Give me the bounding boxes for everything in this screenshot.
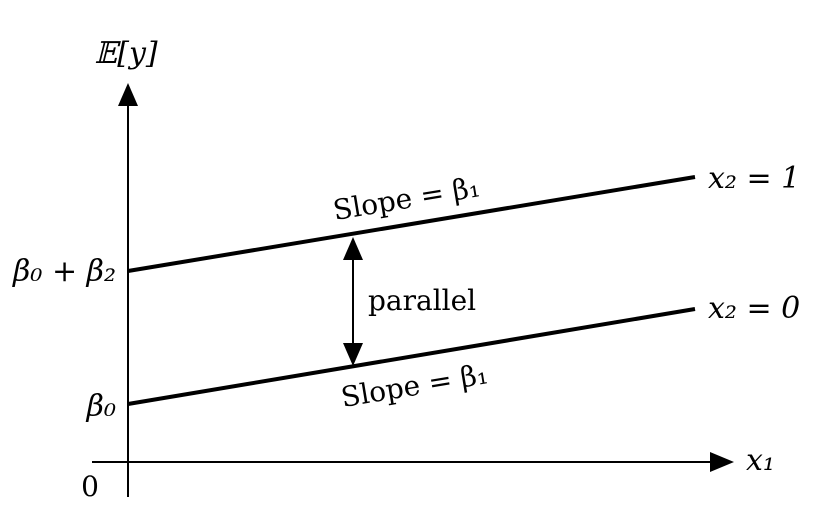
x-axis-label: x₁ bbox=[746, 443, 775, 478]
origin-label: 0 bbox=[81, 470, 99, 503]
y-axis-arrowhead bbox=[118, 83, 138, 106]
parallel-arrowhead-bottom bbox=[343, 343, 363, 366]
intercept-lower-label: β₀ bbox=[86, 389, 116, 424]
y-axis-label: 𝔼[y] bbox=[94, 36, 158, 71]
upper-line-name: x₂ = 1 bbox=[708, 161, 800, 196]
x-axis-arrowhead bbox=[710, 452, 734, 472]
parallel-arrowhead-top bbox=[343, 237, 363, 260]
intercept-upper-label: β₀ + β₂ bbox=[12, 254, 116, 289]
upper-line bbox=[127, 175, 696, 273]
lower-line bbox=[127, 307, 696, 406]
upper-slope-label: Slope = β₁ bbox=[331, 170, 483, 227]
lower-line-name: x₂ = 0 bbox=[708, 291, 800, 326]
parallel-label: parallel bbox=[368, 284, 476, 317]
